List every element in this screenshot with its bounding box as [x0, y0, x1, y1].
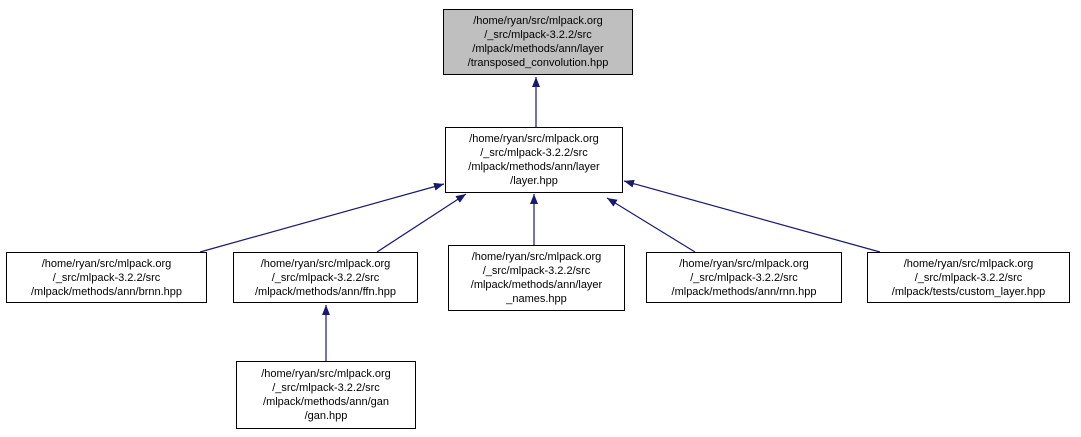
node-text-line: /_src/mlpack-3.2.2/src: [914, 271, 1023, 284]
node-text-line: /mlpack/methods/ann/ffn.hpp: [254, 285, 397, 298]
edge-brnn-to-layer: [199, 182, 445, 253]
node-text-line: /home/ryan/src/mlpack.org: [41, 257, 172, 270]
node-text-line: /mlpack/methods/ann/brnn.hpp: [30, 285, 183, 298]
node-text-line: /home/ryan/src/mlpack.org: [473, 15, 603, 27]
node-text-line: /_src/mlpack-3.2.2/src: [52, 271, 161, 284]
node-text-line: /home/ryan/src/mlpack.org: [469, 133, 599, 145]
graph-node-gan-hpp[interactable]: /home/ryan/src/mlpack.org /_src/mlpack-3…: [236, 361, 416, 429]
node-text-line: /_src/mlpack-3.2.2/src: [271, 271, 380, 284]
graph-node-brnn-hpp[interactable]: /home/ryan/src/mlpack.org /_src/mlpack-3…: [6, 252, 207, 303]
node-text-line: /mlpack/tests/custom_layer.hpp: [891, 285, 1046, 298]
graph-node-layer-hpp[interactable]: /home/ryan/src/mlpack.org /_src/mlpack-3…: [445, 127, 623, 193]
node-text-line: /_src/mlpack-3.2.2/src: [272, 382, 380, 394]
node-text-line: /mlpack/methods/ann/layer: [468, 161, 600, 173]
graph-node-transposed-convolution-hpp: /home/ryan/src/mlpack.org /_src/mlpack-3…: [443, 9, 633, 75]
graph-node-layer-names-hpp[interactable]: /home/ryan/src/mlpack.org /_src/mlpack-3…: [448, 245, 625, 311]
graph-node-rnn-hpp[interactable]: /home/ryan/src/mlpack.org /_src/mlpack-3…: [646, 252, 842, 303]
node-text-line: /home/ryan/src/mlpack.org: [679, 257, 809, 270]
node-text-line: /layer.hpp: [510, 175, 558, 187]
node-text-line: /home/ryan/src/mlpack.org: [471, 251, 602, 263]
edge-custom-layer-to-layer: [623, 179, 881, 253]
node-text-line: _names.hpp: [506, 293, 567, 305]
graph-node-custom-layer-hpp[interactable]: /home/ryan/src/mlpack.org /_src/mlpack-3…: [867, 252, 1070, 303]
node-text-line: /_src/mlpack-3.2.2/src: [482, 265, 591, 277]
node-text-line: /mlpack/methods/ann/gan: [263, 396, 389, 408]
node-text-line: /_src/mlpack-3.2.2/src: [690, 271, 798, 284]
edge-ffn-to-layer: [376, 193, 467, 253]
node-text-line: /home/ryan/src/mlpack.org: [261, 368, 391, 380]
node-text-line: /_src/mlpack-3.2.2/src: [484, 29, 592, 41]
node-text-line: /home/ryan/src/mlpack.org: [260, 257, 391, 270]
node-text-line: /mlpack/methods/ann/layer: [470, 279, 603, 291]
node-text-line: /transposed_convolution.hpp: [467, 57, 609, 69]
edge-rnn-to-layer: [606, 197, 696, 253]
node-text-line: /_src/mlpack-3.2.2/src: [480, 147, 588, 159]
node-text-line: /gan.hpp: [304, 410, 348, 422]
node-text-line: /mlpack/methods/ann/rnn.hpp: [671, 285, 817, 298]
graph-node-ffn-hpp[interactable]: /home/ryan/src/mlpack.org /_src/mlpack-3…: [233, 252, 418, 303]
node-text-line: /home/ryan/src/mlpack.org: [903, 257, 1034, 270]
node-text-line: /mlpack/methods/ann/layer: [472, 43, 604, 55]
